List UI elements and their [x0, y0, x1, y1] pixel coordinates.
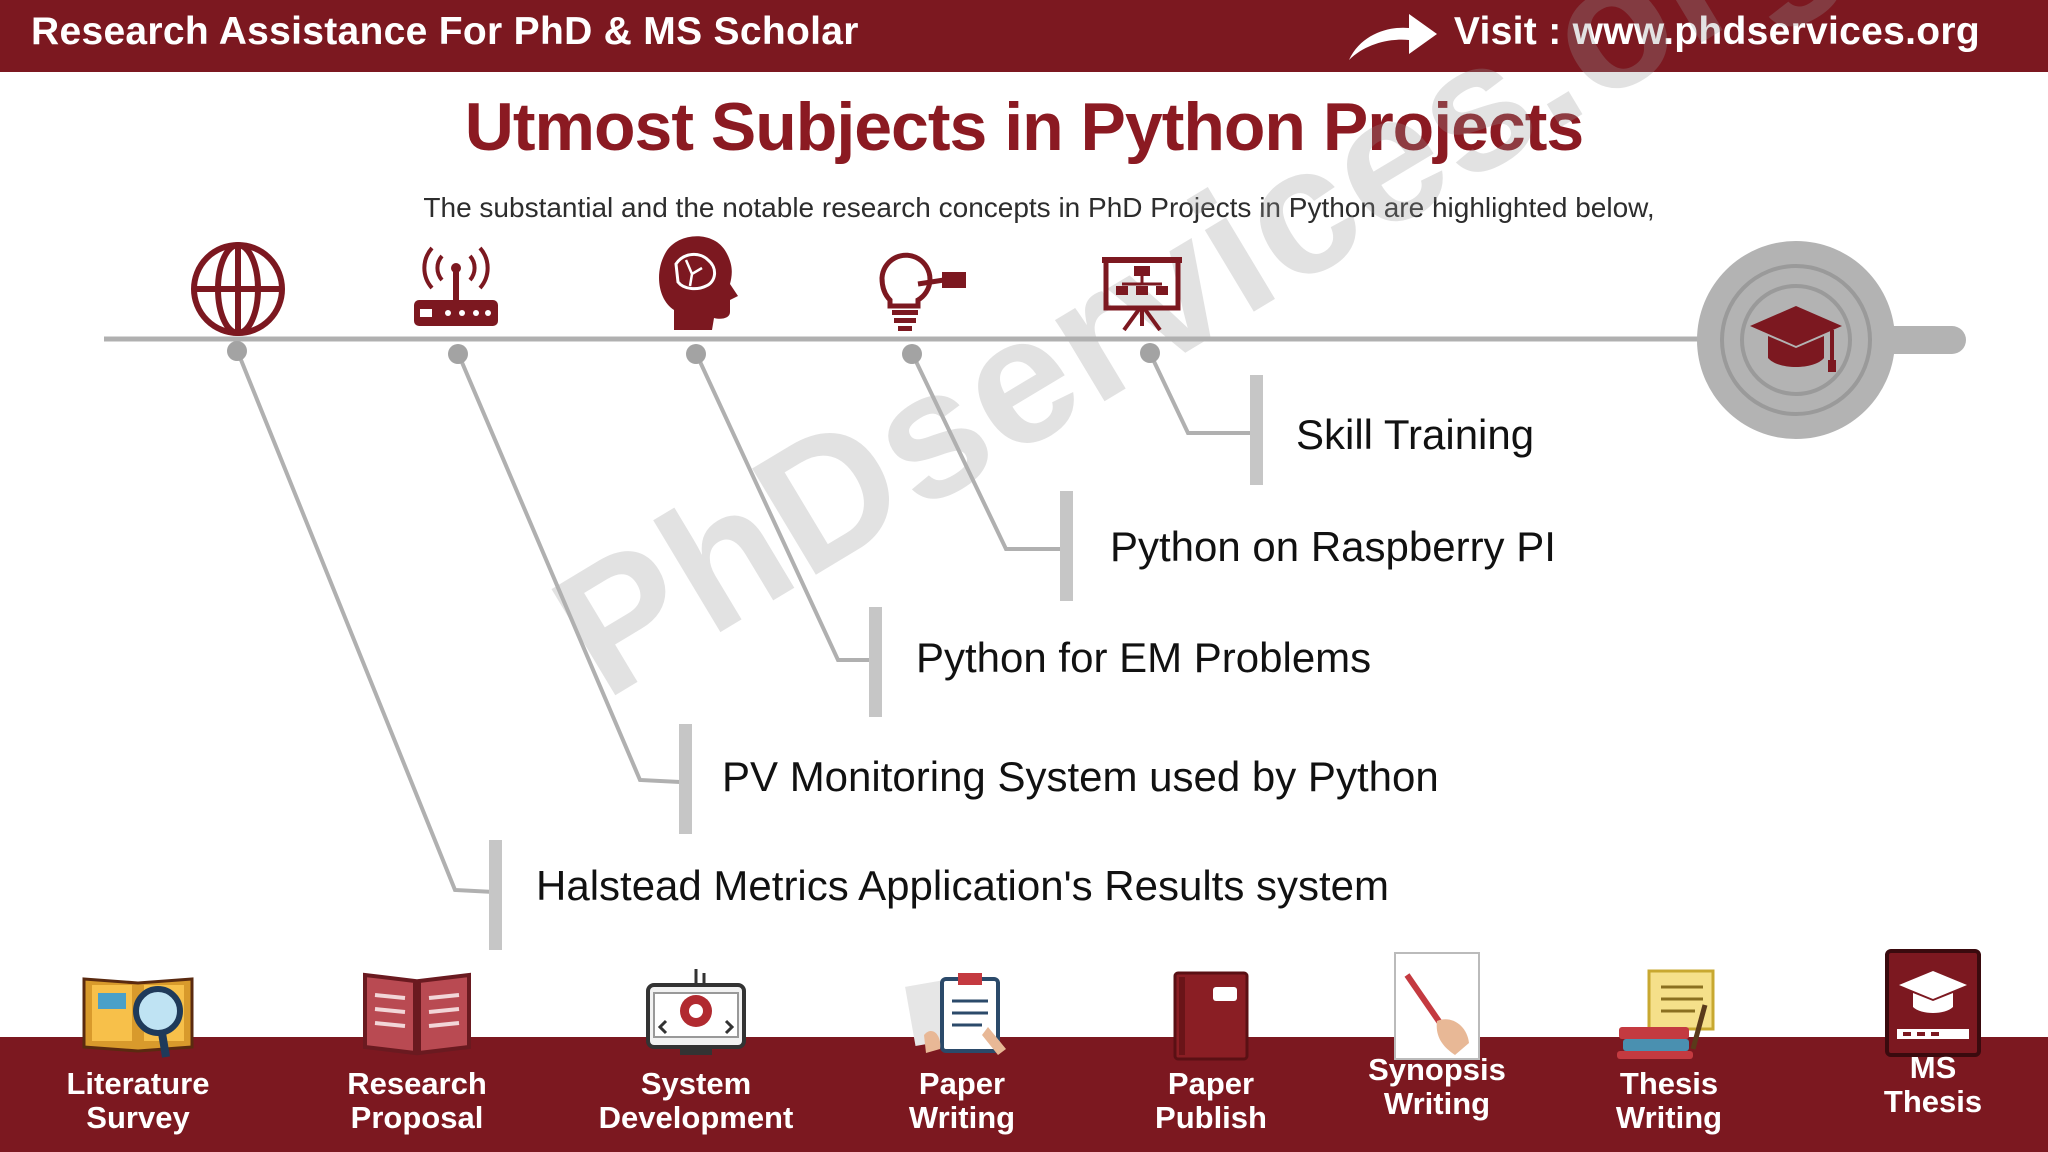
website-link[interactable]: Visit : www.phdservices.org [1453, 10, 1980, 53]
timeline-dot-2 [448, 344, 468, 364]
service-line2: Survey [86, 1100, 190, 1135]
timeline-dot-3 [686, 344, 706, 364]
service-line2: Development [598, 1100, 794, 1135]
pen-paper-icon [1394, 952, 1480, 1060]
service-line1: Paper [918, 1066, 1006, 1101]
tick-1 [489, 840, 502, 950]
service-line1: System [640, 1066, 752, 1101]
open-book-icon [363, 972, 471, 1056]
scroll-books-icon [1617, 969, 1715, 1059]
header-bar: Research Assistance For PhD & MS Scholar… [0, 0, 2048, 72]
item-label-halstead-metrics: Halstead Metrics Application's Results s… [536, 862, 1390, 909]
tick-3 [869, 607, 882, 717]
tick-5 [1250, 375, 1263, 485]
connector-2 [456, 352, 681, 784]
item-label-em-problems: Python for EM Problems [916, 634, 1372, 681]
services-bar [0, 1037, 2048, 1152]
timeline-diagram [104, 236, 1966, 950]
connector-3 [694, 352, 875, 662]
connector-5 [1148, 352, 1254, 435]
presentation-board-icon [1102, 257, 1182, 332]
service-line2: Thesis [1883, 1084, 1983, 1119]
tick-2 [679, 724, 692, 834]
clipboard-writing-icon [905, 973, 1006, 1055]
item-label-raspberry-pi: Python on Raspberry PI [1110, 523, 1556, 570]
red-book-icon [1173, 971, 1249, 1061]
service-line2: Publish [1155, 1100, 1267, 1135]
lightbulb-icon [879, 252, 966, 331]
service-line1: Paper [1167, 1066, 1255, 1101]
page-title: Utmost Subjects in Python Projects [464, 89, 1584, 165]
header-tagline: Research Assistance For PhD & MS Scholar [31, 10, 859, 53]
tick-4 [1060, 491, 1073, 601]
arrow-icon [1345, 8, 1441, 69]
timeline-dot-5 [1140, 343, 1160, 363]
computer-gear-icon [646, 969, 746, 1055]
item-label-skill-training: Skill Training [1296, 411, 1535, 458]
service-line1: Thesis [1619, 1066, 1719, 1101]
router-icon [414, 246, 498, 326]
timeline-dot-1 [227, 341, 247, 361]
brain-head-icon [659, 236, 738, 330]
thesis-book-cap-icon [1885, 949, 1981, 1057]
service-line1: Synopsis [1368, 1052, 1506, 1087]
page-subtitle: The substantial and the notable research… [423, 192, 1655, 223]
service-line2: Writing [908, 1100, 1016, 1135]
service-line2: Proposal [350, 1100, 484, 1135]
item-label-pv-monitoring: PV Monitoring System used by Python [722, 753, 1439, 800]
timeline-dot-4 [902, 344, 922, 364]
service-line1: Research [347, 1066, 487, 1101]
service-line1: Literature [66, 1066, 210, 1101]
literature-search-icon [82, 977, 194, 1058]
service-line2: Writing [1615, 1100, 1723, 1135]
connector-4 [910, 352, 1066, 551]
graduation-cap-icon [1697, 241, 1966, 439]
service-line2: Writing [1383, 1086, 1491, 1121]
globe-icon [191, 242, 285, 336]
connector-1 [235, 349, 495, 894]
service-line1: MS [1909, 1050, 1957, 1085]
